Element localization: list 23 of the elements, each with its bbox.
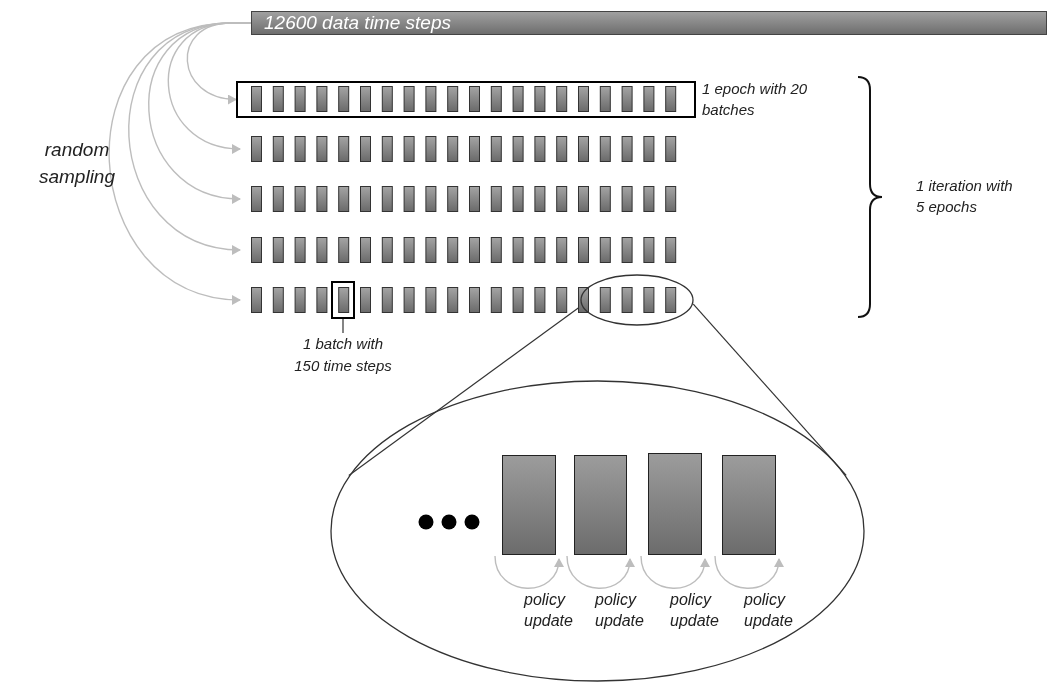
leader-line	[342, 318, 344, 334]
batch-block	[648, 453, 702, 555]
batch-highlight	[331, 281, 355, 319]
loop-arrow	[714, 555, 783, 589]
edge-label: policy update	[595, 590, 645, 631]
batch-block	[502, 455, 556, 555]
zoom-line	[692, 303, 847, 476]
loop-arrow	[494, 555, 563, 589]
batch-block	[722, 455, 776, 555]
text-label: 1 iteration with 5 epochs	[916, 176, 1014, 217]
node-caption: 1 epoch with 20 batches	[702, 79, 809, 120]
zoom-ellipse	[580, 274, 694, 326]
loop-arrow	[566, 555, 634, 589]
epoch-row	[236, 81, 696, 118]
edge-label: policy update	[670, 590, 720, 631]
batch-caption: 1 batch with 150 time steps	[289, 333, 397, 377]
batch-block	[574, 455, 627, 555]
text-label: random sampling	[37, 138, 116, 189]
edge-label: policy update	[524, 590, 574, 631]
magnified-ellipse	[330, 380, 865, 682]
loop-arrow	[640, 555, 709, 589]
edge-label: policy update	[744, 590, 794, 631]
data-bar: 12600 data time steps	[251, 11, 1047, 35]
